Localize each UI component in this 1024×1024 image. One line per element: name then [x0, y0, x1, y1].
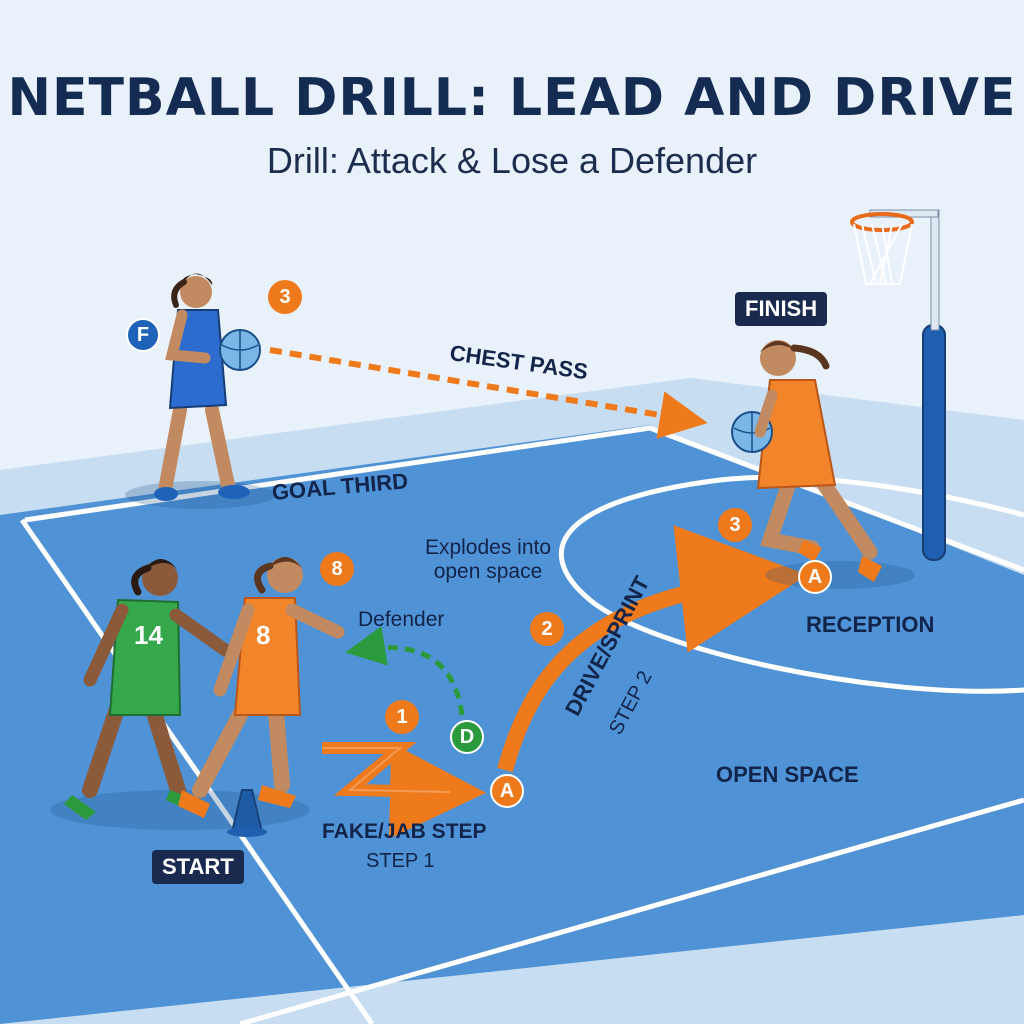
- green-defender-player: [64, 559, 232, 820]
- attacker-start-marker: A: [490, 774, 524, 808]
- orange-bib-number: 8: [256, 620, 271, 650]
- step3-finish-marker: 3: [718, 508, 752, 542]
- defender-marker: D: [450, 720, 484, 754]
- fake-jab-label: FAKE/JAB STEP: [322, 820, 487, 843]
- step1-label: STEP 1: [366, 850, 435, 872]
- defender-movement-arrow: [345, 626, 465, 716]
- page-subtitle: Drill: Attack & Lose a Defender: [266, 140, 758, 181]
- green-bib-number: 14: [134, 620, 163, 650]
- goal-circle-line: [558, 474, 1024, 694]
- chest-pass-arrow: [269, 347, 708, 439]
- reception-label: RECEPTION: [806, 612, 935, 637]
- goal-post: [850, 209, 946, 561]
- court-baseline: [239, 797, 1024, 1024]
- explodes-line-2: open space: [433, 560, 543, 583]
- orange-attacker-start: [178, 557, 345, 818]
- explodes-label: Explodes into open space: [418, 536, 558, 584]
- feeder-marker: F: [126, 318, 160, 352]
- page-title: NETBALL DRILL: LEAD AND DRIVE: [7, 68, 1017, 128]
- open-space-label: OPEN SPACE: [716, 762, 859, 787]
- attacker-end-marker: A: [798, 560, 832, 594]
- orange-attacker-finish: [731, 340, 882, 582]
- drive-sprint-arrow: [497, 525, 808, 773]
- finish-tag: FINISH: [735, 292, 828, 326]
- feeder-player: [154, 273, 261, 501]
- fake-jab-arrow: [322, 742, 486, 839]
- player8-marker: 8: [320, 552, 354, 586]
- start-tag: START: [152, 850, 244, 884]
- step2-marker: 2: [530, 612, 564, 646]
- defender-label: Defender: [358, 608, 445, 631]
- court-third-line: [19, 518, 375, 1024]
- step1-marker: 1: [385, 700, 419, 734]
- explodes-line-1: Explodes into: [424, 536, 552, 559]
- step3-pass-marker: 3: [268, 280, 302, 314]
